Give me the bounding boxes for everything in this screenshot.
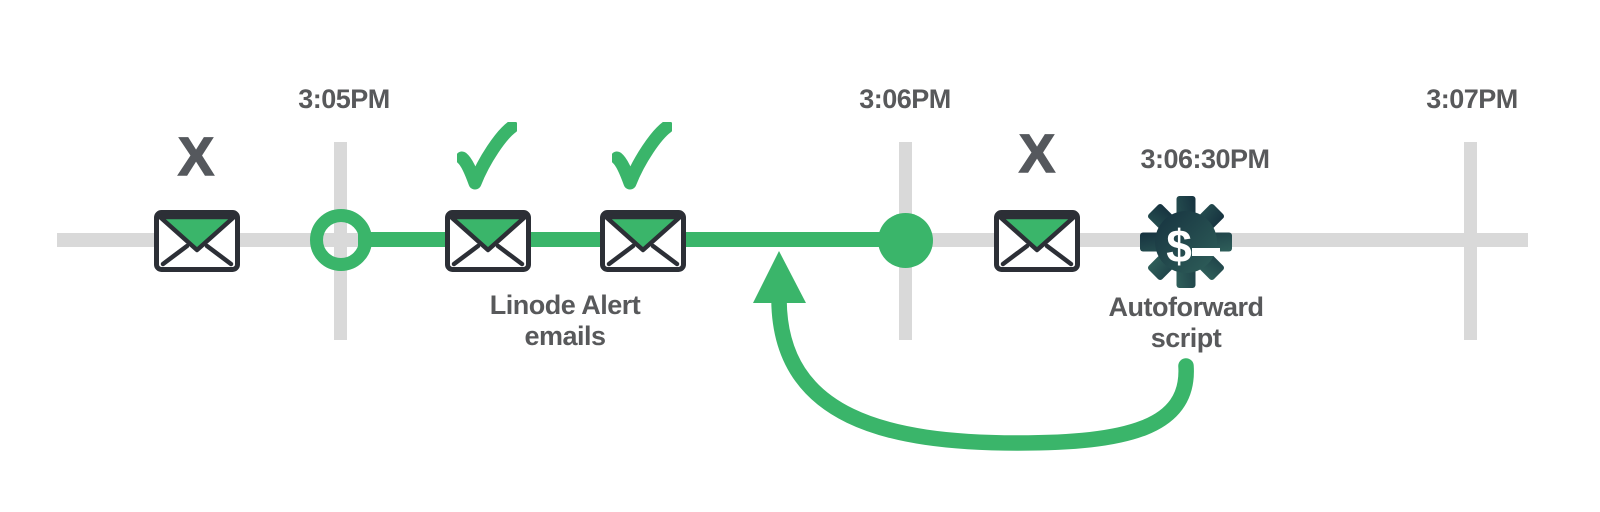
envelope-icon: [994, 210, 1080, 272]
time-label-3-05pm: 3:05PM: [298, 84, 390, 114]
autoforward-time-label: 3:06:30PM: [1140, 144, 1270, 174]
linode-alert-emails-label: Linode Alert emails: [489, 290, 641, 351]
gear-body: [1140, 196, 1232, 288]
envelope-icon: [600, 210, 686, 272]
time-label-3-07pm: 3:07PM: [1426, 84, 1518, 114]
gear-icon: $: [1140, 196, 1232, 288]
check-icon: [612, 122, 672, 190]
failed-x-icon: X: [177, 126, 215, 188]
dollar-glyph: $: [1166, 220, 1192, 272]
time-label-3-06pm: 3:06PM: [859, 84, 951, 114]
segment-start-ring: [310, 209, 372, 271]
check-icon: [457, 122, 517, 190]
envelope-icon: [154, 210, 240, 272]
arrow-head: [753, 251, 806, 303]
segment-end-dot: [878, 213, 933, 268]
failed-x-icon: X: [1018, 123, 1056, 185]
envelope-icon: [445, 210, 531, 272]
autoforward-script-label: Autoforward script: [1108, 292, 1264, 353]
tick-3-07pm: [1464, 142, 1477, 340]
gear-underscore: [1192, 248, 1220, 256]
